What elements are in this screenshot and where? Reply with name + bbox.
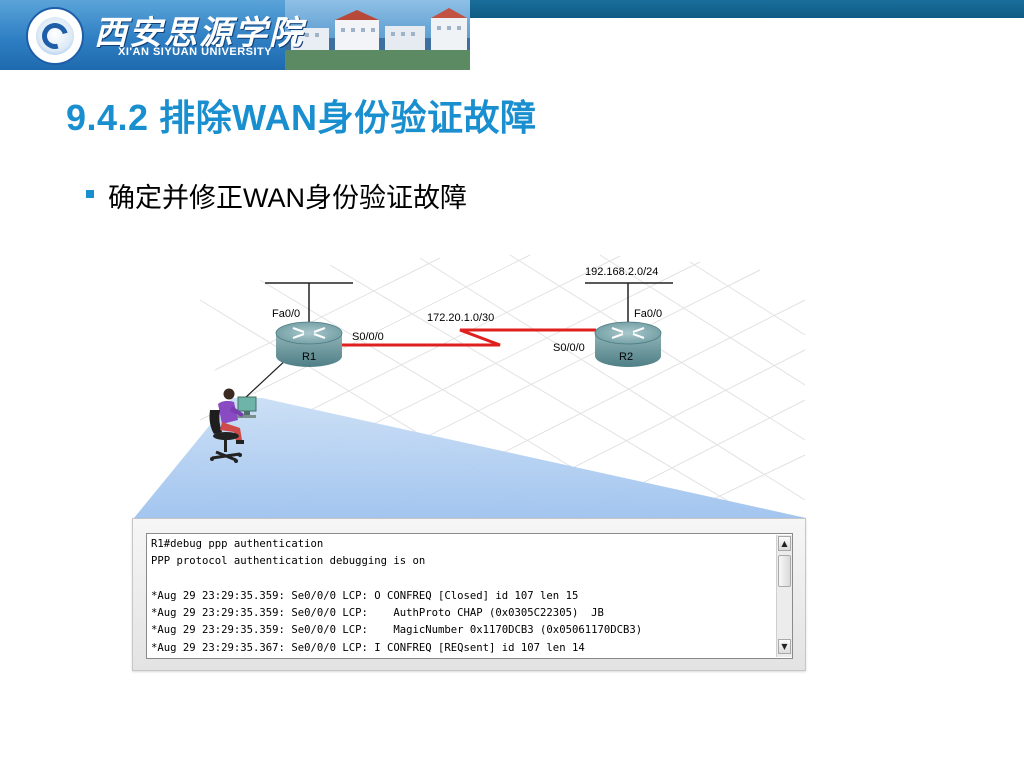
- bullet-text: 确定并修正WAN身份验证故障: [108, 183, 467, 213]
- school-name-en: XI'AN SIYUAN UNIVERSITY: [118, 46, 273, 58]
- view-beam: [134, 398, 806, 518]
- slide-title: 9.4.2 排除WAN身份验证故障: [66, 97, 537, 138]
- terminal-line: *Aug 29 23:29:35.359: Se0/0/0 LCP: AuthP…: [151, 607, 604, 620]
- router-r1-icon: [275, 321, 343, 367]
- router-r2-icon: [594, 321, 662, 367]
- top-decor-bar: [470, 0, 1024, 18]
- terminal-line: *Aug 29 23:29:35.359: Se0/0/0 LCP: O CON…: [151, 589, 579, 602]
- university-seal-icon: [26, 7, 84, 65]
- bullet-marker: [86, 190, 94, 198]
- serial-link: [338, 328, 596, 347]
- console-cable: [244, 357, 289, 399]
- r1-fa-label: Fa0/0: [272, 308, 300, 320]
- terminal-scrollbar[interactable]: ▲ ▼: [776, 535, 792, 657]
- terminal-line: R1#debug ppp authentication: [151, 538, 324, 550]
- terminal-line: *Aug 29 23:29:35.367: Se0/0/0 LCP: I CON…: [151, 641, 585, 654]
- r1-serial-label: S0/0/0: [352, 331, 384, 343]
- scroll-down-arrow-icon[interactable]: ▼: [778, 639, 791, 654]
- r2-lan-network-label: 192.168.2.0/24: [585, 266, 658, 278]
- terminal-output: R1#debug ppp authentication PPP protocol…: [151, 536, 771, 657]
- header-banner: 西安思源学院 XI'AN SIYUAN UNIVERSITY: [0, 0, 470, 70]
- terminal-screen[interactable]: [146, 533, 793, 659]
- terminal-line: [151, 571, 771, 588]
- scroll-up-arrow-icon[interactable]: ▲: [778, 536, 791, 551]
- r2-name-label: R2: [619, 351, 633, 363]
- admin-at-pc-icon: [209, 388, 257, 463]
- r2-serial-label: S0/0/0: [553, 342, 585, 354]
- r2-fa-label: Fa0/0: [634, 308, 662, 320]
- scrollbar-thumb[interactable]: [778, 555, 791, 587]
- school-name-cn: 西安思源学院: [94, 13, 304, 52]
- wan-network-label: 172.20.1.0/30: [427, 312, 494, 324]
- r1-name-label: R1: [302, 351, 316, 363]
- terminal-line: *Aug 29 23:29:35.359: Se0/0/0 LCP: Magic…: [151, 624, 643, 637]
- campus-image: [285, 0, 470, 70]
- terminal-line: PPP protocol authentication debugging is…: [151, 555, 426, 568]
